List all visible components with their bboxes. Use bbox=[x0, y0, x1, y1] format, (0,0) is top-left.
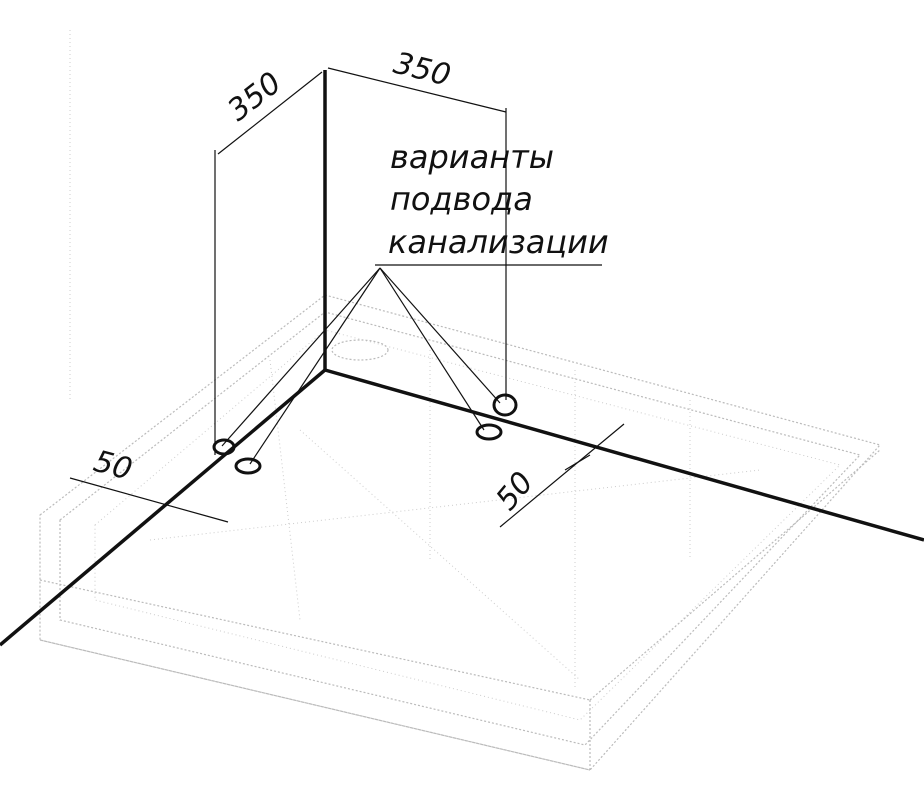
wall-lines bbox=[0, 70, 924, 647]
drain-marker bbox=[492, 393, 518, 417]
annotation-line-2: подвода bbox=[390, 180, 533, 218]
drain-marker bbox=[234, 457, 262, 475]
dimension-top-350: 350 bbox=[390, 46, 454, 94]
drain-marker bbox=[212, 438, 236, 456]
drain-marker bbox=[475, 423, 503, 441]
drain-options bbox=[212, 393, 518, 475]
dimension-lines bbox=[69, 67, 625, 528]
dimension-right-50: 50 bbox=[489, 465, 540, 517]
annotation-line-1: варианты bbox=[390, 138, 554, 176]
dimension-left-350: 350 bbox=[221, 65, 288, 128]
shower-tray-outline bbox=[39, 30, 882, 771]
annotation-line-3: канализации bbox=[388, 223, 609, 261]
dimension-left-50: 50 bbox=[90, 444, 136, 488]
